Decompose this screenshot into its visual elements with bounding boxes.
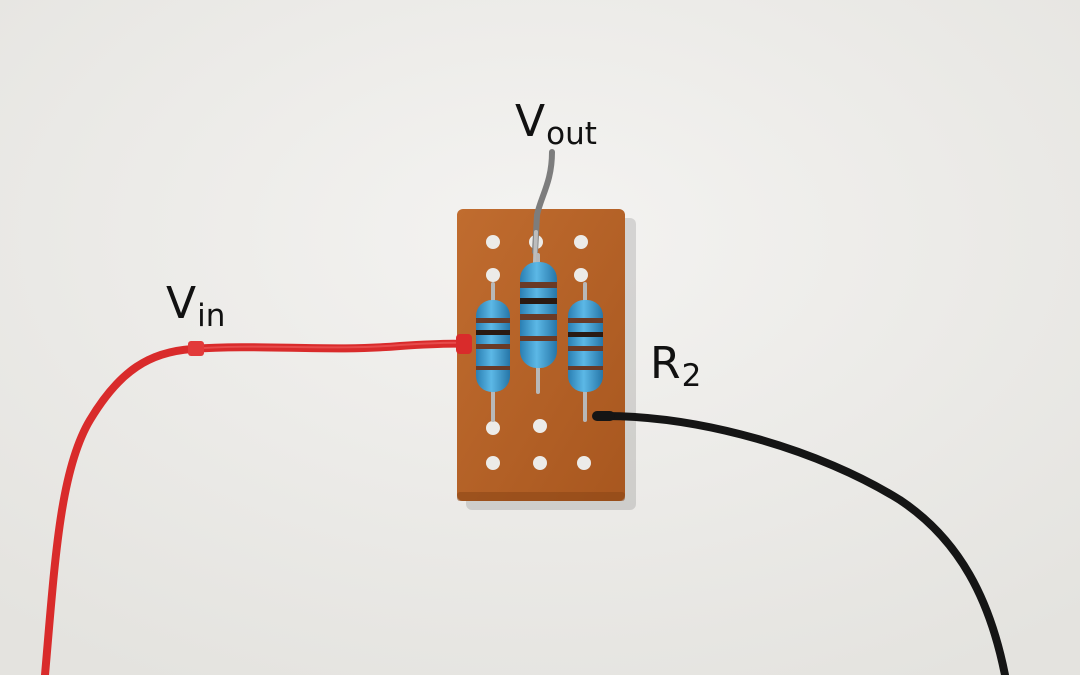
vout-wire <box>532 149 555 255</box>
label-vout-sub: out <box>546 116 597 152</box>
vin-wire-highlight <box>189 341 467 350</box>
vin-wire-end <box>456 334 472 354</box>
r2-wire <box>596 411 1009 675</box>
label-vin-main: V <box>166 278 197 329</box>
label-vin-sub: in <box>197 298 226 334</box>
label-vout: Vout <box>515 100 597 150</box>
board-holes <box>486 235 591 470</box>
vin-wire-sleeve <box>188 341 204 356</box>
label-vout-main: V <box>515 96 546 147</box>
label-r2: R2 <box>650 342 701 392</box>
label-vin: Vin <box>166 282 225 332</box>
label-r2-main: R <box>650 338 681 389</box>
board-edge <box>457 492 625 501</box>
resistor-left <box>476 300 510 392</box>
resistor-right <box>568 300 603 392</box>
resistor-center <box>520 262 557 368</box>
vout-wire-lead <box>533 230 538 264</box>
label-r2-sub: 2 <box>681 358 702 394</box>
